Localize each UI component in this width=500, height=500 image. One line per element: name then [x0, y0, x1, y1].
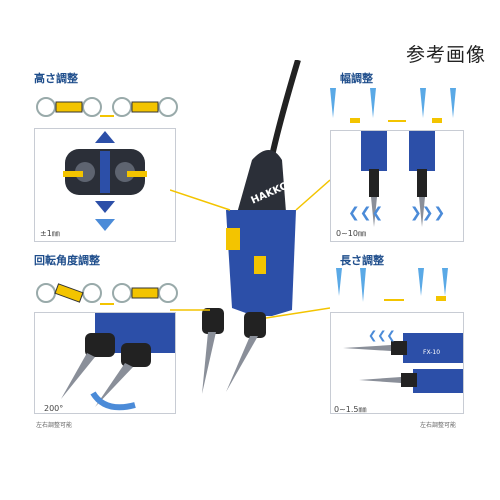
rotation-adjust-tools-image	[61, 313, 175, 411]
rotation-adjust-angle: 200°	[44, 404, 64, 413]
width-adjust-range: 0~10㎜	[336, 229, 366, 238]
soldering-tweezers-image	[170, 60, 330, 394]
length-adjust-diagram	[336, 268, 448, 302]
height-adjust-diagram	[36, 97, 178, 117]
height-adjust-panel	[34, 128, 176, 242]
width-adjust-diagram	[330, 88, 456, 123]
rotation-adjust-title: 回転角度調整	[34, 254, 100, 267]
rotation-adjust-panel	[34, 312, 176, 414]
length-adjust-arrows: ❮❮❮	[368, 329, 396, 342]
height-adjust-title: 高さ調整	[34, 72, 78, 85]
width-adjust-panel	[330, 130, 464, 242]
width-adjust-arrows-left: ❮❮❮	[348, 205, 384, 221]
reference-image-label: 参考画像	[405, 44, 486, 66]
length-adjust-panel: FX-10	[330, 312, 464, 414]
length-adjust-title: 長さ調整	[340, 254, 384, 267]
height-adjust-range: ±1㎜	[40, 229, 60, 238]
length-adjust-tools-image	[343, 333, 463, 393]
length-adjust-note: 左右調整可能	[420, 422, 457, 429]
rotation-adjust-note: 左右調整可能	[36, 422, 73, 429]
width-adjust-tools-image	[361, 131, 435, 227]
width-adjust-arrows-right: ❯❯❯	[410, 205, 446, 221]
length-adjust-range: 0~1.5㎜	[334, 405, 367, 414]
rotation-adjust-diagram	[36, 283, 178, 305]
length-adjust-model-tag: FX-10	[423, 349, 441, 356]
width-adjust-title: 幅調整	[340, 72, 373, 85]
height-adjust-tool-front-image	[63, 131, 147, 231]
